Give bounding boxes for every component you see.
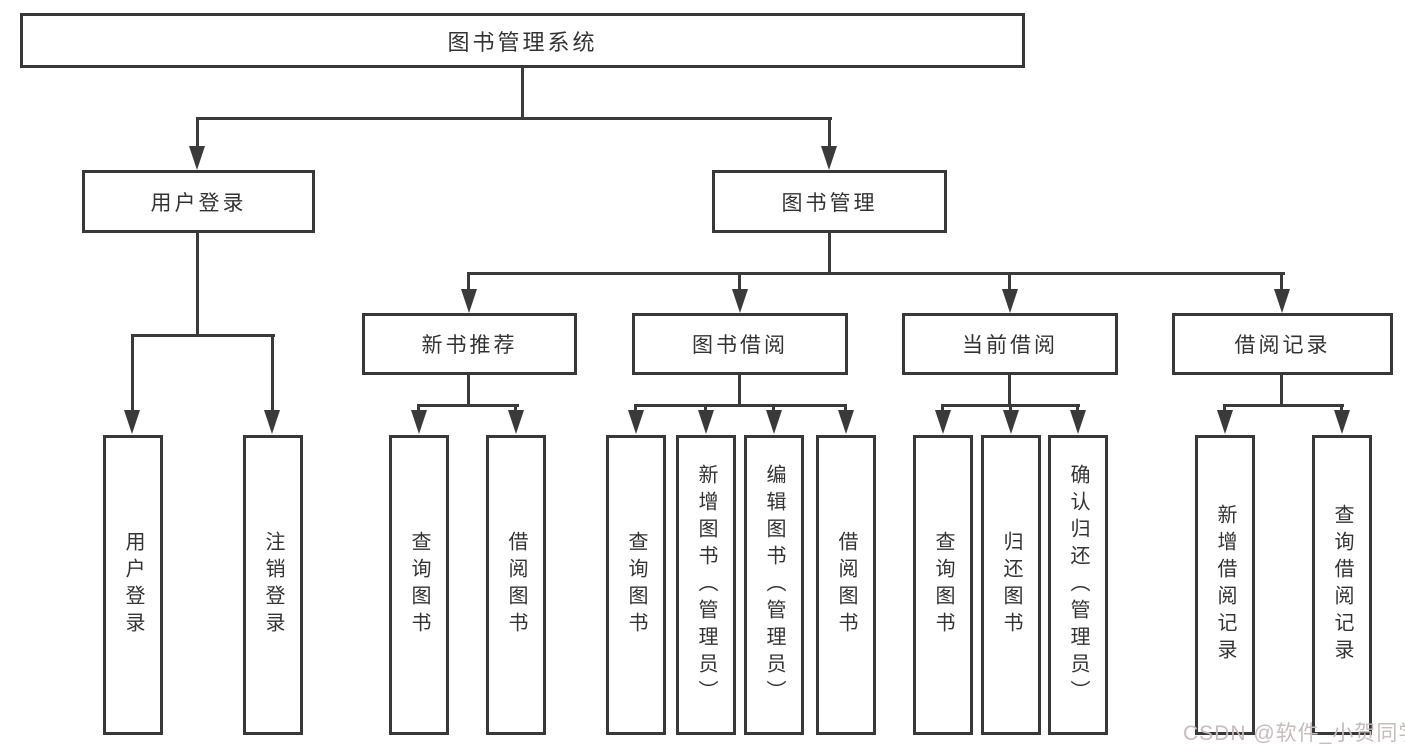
leaf-add-borrow-record-label: 新增借阅记录 xyxy=(1214,504,1236,666)
arrowhead-down-icon xyxy=(411,410,427,434)
arrowhead-down-icon xyxy=(1274,289,1290,313)
connector-line xyxy=(704,404,707,413)
connector-line xyxy=(772,404,775,413)
connector-line xyxy=(196,117,199,148)
leaf-edit-books-admin: 编辑图书（管理员） xyxy=(744,435,804,735)
node-root-label: 图书管理系统 xyxy=(447,29,598,55)
connector-line xyxy=(1340,404,1343,413)
leaf-query-books-borrow: 查询图书 xyxy=(606,435,666,735)
leaf-query-books-current-label: 查询图书 xyxy=(932,531,954,639)
leaf-confirm-return-admin-label: 确认归还（管理员） xyxy=(1067,463,1089,707)
arrowhead-down-icon xyxy=(838,410,854,434)
connector-line xyxy=(1008,272,1011,291)
arrowhead-down-icon xyxy=(1334,410,1350,434)
connector-line xyxy=(468,272,1285,275)
node-user-login-label: 用户登录 xyxy=(150,191,247,215)
connector-line xyxy=(634,404,847,407)
leaf-add-books-admin: 新增图书（管理员） xyxy=(676,435,736,735)
connector-line xyxy=(417,404,519,407)
arrowhead-down-icon xyxy=(1002,289,1018,313)
node-root: 图书管理系统 xyxy=(20,13,1025,68)
connector-line xyxy=(738,375,741,407)
leaf-query-books-current: 查询图书 xyxy=(913,435,973,735)
leaf-user-login-label: 用户登录 xyxy=(122,531,144,639)
arrowhead-down-icon xyxy=(189,146,205,170)
node-user-login: 用户登录 xyxy=(82,170,315,233)
arrowhead-down-icon xyxy=(1070,410,1086,434)
leaf-logout-label: 注销登录 xyxy=(262,531,284,639)
arrowhead-down-icon xyxy=(821,146,837,170)
node-book-management: 图书管理 xyxy=(712,170,947,233)
leaf-return-books-label: 归还图书 xyxy=(1000,531,1022,639)
arrowhead-down-icon xyxy=(628,410,644,434)
arrowhead-down-icon xyxy=(461,289,477,313)
connector-line xyxy=(196,233,199,337)
connector-line xyxy=(1008,375,1011,407)
connector-line xyxy=(738,272,741,291)
arrowhead-down-icon xyxy=(766,410,782,434)
leaf-query-books-borrow-label: 查询图书 xyxy=(625,531,647,639)
connector-line xyxy=(844,404,847,413)
arrowhead-down-icon xyxy=(1217,410,1233,434)
leaf-query-books-new: 查询图书 xyxy=(389,435,449,735)
leaf-return-books: 归还图书 xyxy=(981,435,1041,735)
node-new-book-recommend: 新书推荐 xyxy=(362,313,577,375)
node-new-book-recommend-label: 新书推荐 xyxy=(421,334,518,357)
leaf-borrow-books-new-label: 借阅图书 xyxy=(505,531,527,639)
node-current-borrowing-label: 当前借阅 xyxy=(962,334,1058,357)
connector-line xyxy=(514,404,517,413)
connector-line xyxy=(131,334,275,337)
leaf-query-borrow-record-label: 查询借阅记录 xyxy=(1331,504,1353,666)
node-book-borrowing-label: 图书借阅 xyxy=(692,334,788,357)
leaf-query-books-new-label: 查询图书 xyxy=(408,531,430,639)
leaf-add-borrow-record: 新增借阅记录 xyxy=(1195,435,1255,735)
leaf-borrow-books-borrow-label: 借阅图书 xyxy=(835,531,857,639)
connector-line xyxy=(131,334,134,412)
connector-line xyxy=(1223,404,1344,407)
connector-line xyxy=(196,117,832,120)
leaf-user-login: 用户登录 xyxy=(103,435,163,735)
csdn-watermark: CSDN @软件_小贺同学 xyxy=(1183,722,1405,745)
connector-line xyxy=(828,117,831,148)
connector-line xyxy=(1009,404,1012,413)
connector-line xyxy=(467,272,470,291)
node-current-borrowing: 当前借阅 xyxy=(902,313,1118,375)
arrowhead-down-icon xyxy=(935,410,951,434)
node-book-borrowing: 图书借阅 xyxy=(632,313,848,375)
connector-line xyxy=(1223,404,1226,413)
leaf-query-borrow-record: 查询借阅记录 xyxy=(1312,435,1372,735)
node-book-management-label: 图书管理 xyxy=(781,191,878,215)
connector-line xyxy=(271,334,274,412)
connector-line xyxy=(1280,272,1283,291)
leaf-confirm-return-admin: 确认归还（管理员） xyxy=(1048,435,1108,735)
arrowhead-down-icon xyxy=(264,410,280,434)
connector-line xyxy=(417,404,420,413)
arrowhead-down-icon xyxy=(732,289,748,313)
arrowhead-down-icon xyxy=(124,410,140,434)
connector-line xyxy=(828,233,831,275)
leaf-add-books-admin-label: 新增图书（管理员） xyxy=(695,463,717,707)
arrowhead-down-icon xyxy=(698,410,714,434)
connector-line xyxy=(941,404,944,413)
arrowhead-down-icon xyxy=(508,410,524,434)
connector-line xyxy=(634,404,637,413)
connector-line xyxy=(521,68,524,118)
arrowhead-down-icon xyxy=(1003,410,1019,434)
leaf-borrow-books-borrow: 借阅图书 xyxy=(816,435,876,735)
node-borrow-records-label: 借阅记录 xyxy=(1234,334,1331,357)
leaf-logout: 注销登录 xyxy=(243,435,303,735)
connector-line xyxy=(467,375,470,407)
connector-line xyxy=(1280,375,1283,407)
connector-line xyxy=(1076,404,1079,413)
node-borrow-records: 借阅记录 xyxy=(1172,313,1393,375)
leaf-borrow-books-new: 借阅图书 xyxy=(486,435,546,735)
leaf-edit-books-admin-label: 编辑图书（管理员） xyxy=(763,463,785,707)
